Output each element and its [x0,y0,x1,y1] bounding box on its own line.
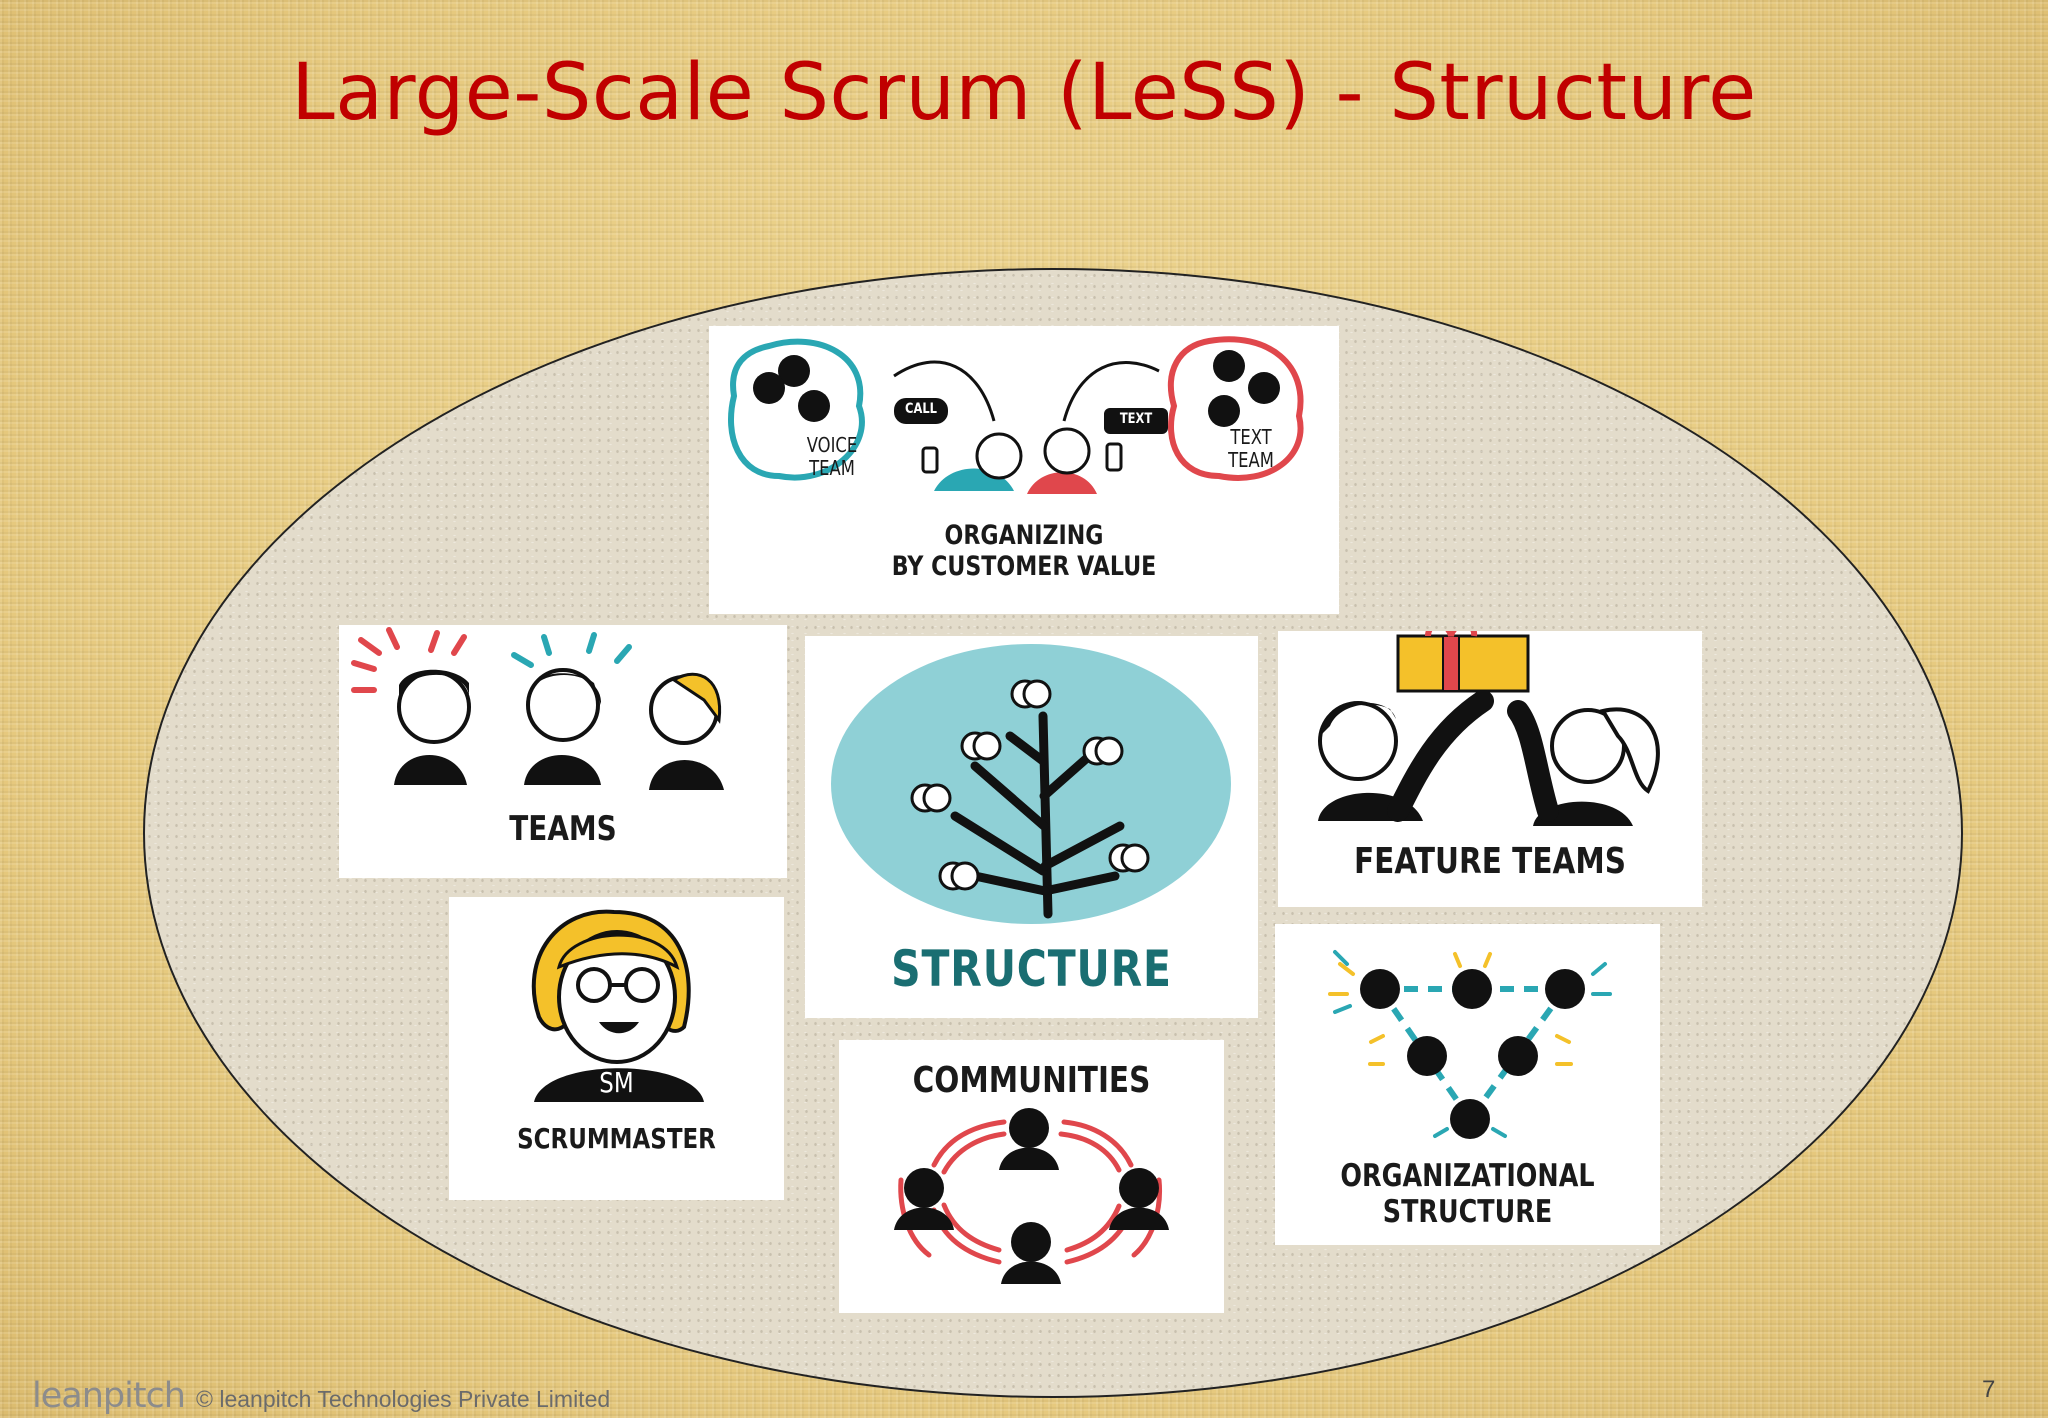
person-head-icon [753,372,785,404]
scrummaster-label: SCRUMMASTER [517,1122,716,1155]
person-head-icon [798,390,830,422]
organizational-structure-label: ORGANIZATIONAL STRUCTURE [1340,1158,1595,1230]
text-bubble-label: TEXT [1119,411,1153,427]
text-team-label: TEXT TEAM [1228,425,1274,472]
teams-card: TEAMS [339,625,787,878]
person-head-icon [1213,350,1245,382]
structure-card: STRUCTURE [805,636,1258,1018]
person-head-icon [1248,372,1280,404]
organizing-by-customer-value-card: VOICE TEAM TEXT TEAM CALL TEXT ORGANIZIN… [709,326,1339,614]
organizing-label: ORGANIZING BY CUSTOMER VALUE [891,520,1157,583]
copyright-text: © leanpitch Technologies Private Limited [196,1386,611,1412]
communities-label: COMMUNITIES [912,1060,1151,1101]
org-structure-illustration [1328,950,1612,1139]
communities-card: COMMUNITIES [839,1040,1224,1313]
voice-team-outline [728,338,865,481]
feature-teams-card: FEATURE TEAMS [1278,631,1702,907]
feature-teams-label: FEATURE TEAMS [1354,841,1626,882]
person-head-icon [1208,395,1240,427]
scrummaster-illustration [531,909,704,1102]
structure-label: STRUCTURE [891,940,1172,998]
person-head-icon [778,355,810,387]
organizational-structure-card: ORGANIZATIONAL STRUCTURE [1275,924,1660,1245]
text-team-outline [1167,336,1304,481]
slide-title: Large-Scale Scrum (LeSS) - Structure [291,48,1757,138]
communities-illustration [894,1108,1169,1284]
leanpitch-logo: leanpitch [32,1376,186,1416]
tree-illustration [831,644,1231,924]
feature-teams-illustration [1318,631,1660,826]
teams-illustration [351,627,724,790]
teams-label: TEAMS [509,809,617,849]
scrummaster-card: SM SCRUMMASTER [449,897,784,1200]
sm-badge-label: SM [599,1066,634,1099]
page-number: 7 [1982,1376,1996,1403]
call-bubble-label: CALL [905,401,937,417]
organizing-illustration [728,336,1304,494]
voice-team-label: VOICE TEAM [806,433,858,480]
